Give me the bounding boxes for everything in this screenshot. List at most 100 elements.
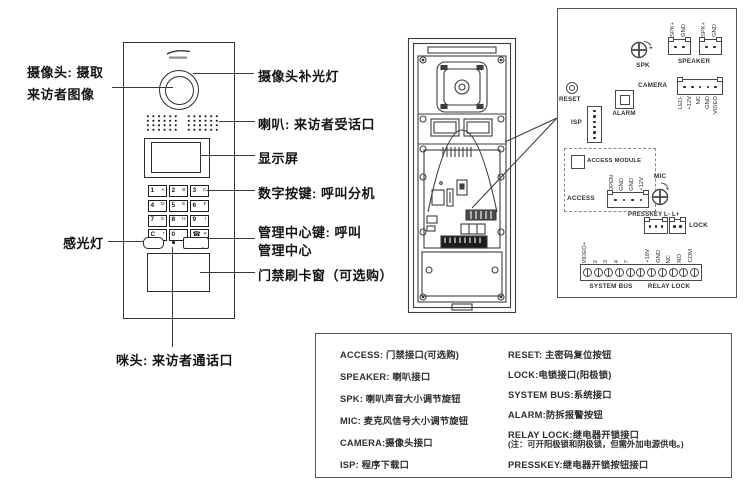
spk-volume-knob-icon[interactable] [630, 37, 660, 61]
mic-label: MIC [654, 173, 667, 180]
isp-label: ISP [571, 119, 582, 126]
leader-line-keypad [207, 190, 255, 192]
legend-reset: RESET: 主密码复位按钮 [508, 350, 612, 360]
light-sensor-window [143, 237, 164, 249]
legend-speaker: SPEAKER: 喇叭接口 [340, 372, 431, 382]
legend-spk: SPK: 喇叭声音大小调节旋钮 [340, 394, 461, 404]
leader-line-speaker [219, 121, 255, 123]
pointer-lines-to-pcb [471, 117, 558, 209]
speaker1-pin-labels: SPK+GND [670, 22, 687, 37]
lock-label: LOCK [689, 222, 708, 229]
speaker-connector-1[interactable] [668, 36, 691, 55]
legend-box: ACCESS: 门禁接口(可选购) SPEAKER: 喇叭接口 SPK: 喇叭声… [315, 333, 732, 478]
speaker-label: SPEAKER [677, 58, 711, 65]
callout-mic: 咪头: 来访者通话口 [116, 353, 233, 368]
access-module-area [564, 148, 656, 212]
system-bus-label: SYSTEM BUS [589, 283, 633, 290]
legend-isp: ISP: 程序下载口 [340, 460, 410, 470]
rear-camera-module [436, 61, 488, 113]
legend-lock: LOCK:电锁接口(阳极锁) [508, 370, 612, 380]
callout-mgmt-line2: 管理中心 [258, 243, 313, 258]
reset-label: RESET [559, 96, 581, 103]
leader-line-display [200, 155, 255, 157]
callout-speaker: 喇叭: 来访者受话口 [258, 117, 375, 132]
callout-fill-light: 摄像头补光灯 [258, 69, 340, 84]
speaker-grille-left [144, 113, 178, 131]
presskey-label: PRESSKEY L- L+ [628, 212, 680, 218]
legend-alarm: ALARM:防拆报警按钮 [508, 410, 603, 420]
access-module-label: ACCESS MODULE [587, 158, 642, 164]
leader-line-fill-light [193, 73, 254, 75]
legend-camera: CAMERA:摄像头接口 [340, 438, 433, 448]
brand-logo-icon [166, 50, 191, 59]
legend-system-bus: SYSTEM BUS:系统接口 [508, 390, 612, 400]
rear-outer-case [407, 37, 517, 314]
legend-relay-lock: RELAY LOCK:继电器开锁接口 [508, 430, 640, 440]
microphone-hole [172, 241, 175, 244]
pcb-connector-panel: SPK SPK+GND SPK+GND SPEAKER RESET CAMERA… [557, 8, 737, 298]
legend-relay-lock-note: (注：可开阳极锁和阴极锁，但需外加电源供电。) [508, 439, 684, 449]
callout-light-sensor: 感光灯 [63, 236, 104, 251]
alarm-label: ALARM [612, 110, 636, 117]
rear-speaker-openings [418, 113, 506, 145]
rear-pcb-area [423, 129, 501, 249]
camera-connector[interactable] [677, 76, 723, 95]
mic-volume-knob-icon[interactable] [651, 181, 681, 207]
speaker2-pin-labels: SPK+GND [701, 22, 718, 37]
callout-card-window: 门禁刷卡窗（可选购） [258, 268, 394, 283]
access-module-square-icon [571, 155, 585, 169]
legend-mic: MIC: 麦克风信号大小调节旋钮 [340, 416, 469, 426]
legend-access: ACCESS: 门禁接口(可选购) [340, 350, 460, 360]
rear-bottom-panel [421, 251, 503, 297]
terminal-strip[interactable] [580, 264, 702, 281]
leader-line-card [200, 272, 255, 274]
management-center-button-glyph: * [201, 247, 204, 253]
access-label: ACCESS [567, 195, 595, 202]
spk-label: SPK [636, 62, 650, 69]
isp-connector[interactable] [587, 106, 602, 143]
callout-keypad: 数字按键: 呼叫分机 [258, 186, 375, 201]
lock-connector[interactable] [669, 216, 686, 234]
camera-label: CAMERA [638, 82, 668, 89]
relay-lock-label: RELAY LOCK [647, 283, 691, 290]
leader-line-camera [112, 87, 173, 89]
callout-mgmt-line1: 管理中心键: 呼叫 [258, 225, 362, 240]
alarm-button[interactable] [615, 90, 634, 109]
wire-arc [427, 129, 498, 213]
leader-line-mgmt [207, 238, 255, 240]
mounting-screws [419, 56, 505, 301]
callout-camera-line1: 摄像头: 摄取 [27, 65, 104, 80]
access-connector[interactable] [607, 189, 649, 208]
card-reader-window [147, 253, 210, 292]
speaker-connector-2[interactable] [699, 36, 722, 55]
display-screen [144, 138, 210, 178]
leader-line-light-sensor [108, 241, 143, 243]
management-center-button[interactable]: * [183, 237, 209, 253]
camera-lens-icon [164, 75, 194, 105]
legend-presskey: PRESSKEY:继电器开锁按钮接口 [508, 460, 649, 470]
leader-line-mic [172, 247, 174, 347]
callout-display: 显示屏 [258, 151, 299, 166]
speaker-grille-right [185, 113, 219, 131]
display-screen-inner [151, 142, 201, 173]
wire-harness [442, 147, 472, 157]
presskey-connector[interactable] [644, 216, 668, 234]
reset-button[interactable] [566, 82, 578, 94]
camera-lens-outer-ring [159, 70, 199, 110]
